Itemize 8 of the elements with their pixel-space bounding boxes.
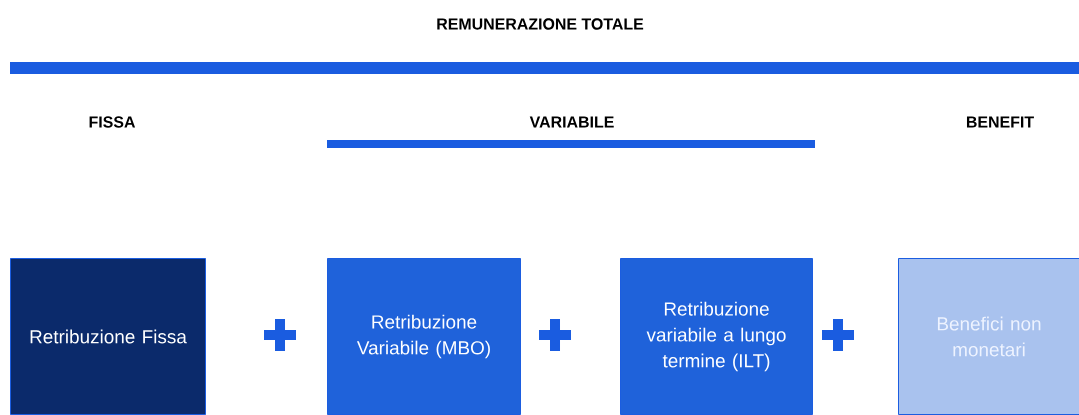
title: REMUNERAZIONE TOTALE [437, 18, 644, 30]
process-box: Retribuzione variabile a lungo termine (ILT) [620, 258, 813, 415]
column-heading: FISSA [89, 116, 136, 128]
process-box: Retribuzione Variabile (MBO) [327, 258, 521, 415]
column-heading: VARIABILE [529, 116, 614, 128]
column-heading: BENEFIT [966, 116, 1034, 128]
process-box: Retribuzione Fissa [10, 258, 206, 415]
process-box: Benefici non monetari [898, 258, 1079, 415]
